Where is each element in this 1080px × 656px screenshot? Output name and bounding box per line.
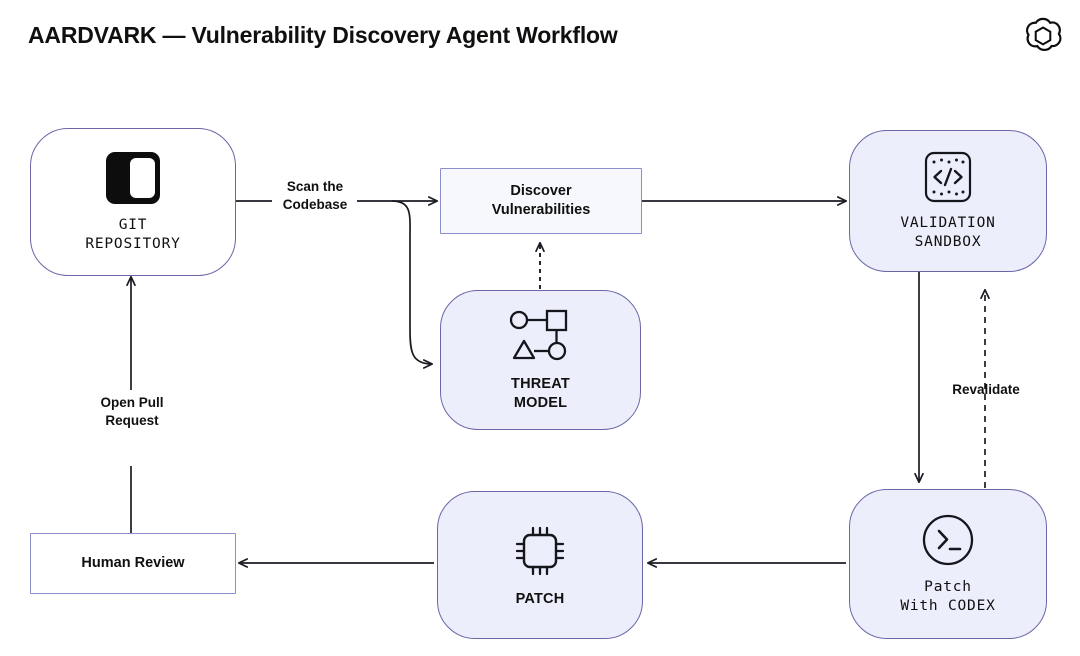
- edge-scan-branch-to-threat-model: [391, 200, 434, 369]
- code-brackets-sandbox-icon: [921, 150, 975, 204]
- node-patch[interactable]: PATCH: [437, 491, 643, 639]
- node-label-human-review: Human Review: [81, 555, 185, 572]
- node-human-review[interactable]: Human Review: [30, 533, 236, 594]
- node-patch-with-codex[interactable]: Patch With CODEX: [849, 489, 1047, 639]
- node-label-git-repository: GIT REPOSITORY: [85, 217, 181, 252]
- edge-label-open-pull-request: Open Pull Request: [100, 395, 164, 428]
- node-discover-vulnerabilities[interactable]: Discover Vulnerabilities: [440, 168, 642, 234]
- repository-split-square-icon: [104, 150, 162, 206]
- edge-label-revalidate: Revalidate: [952, 382, 1020, 397]
- node-git-repository[interactable]: GIT REPOSITORY: [30, 128, 236, 276]
- page-title: AARDVARK — Vulnerability Discovery Agent…: [28, 22, 618, 48]
- cpu-chip-icon: [511, 522, 569, 580]
- threat-graph-nodes-icon: [507, 307, 575, 365]
- node-validation-sandbox[interactable]: VALIDATION SANDBOX: [849, 130, 1047, 272]
- terminal-prompt-circle-icon: [920, 512, 976, 568]
- node-label-validation-sandbox: VALIDATION SANDBOX: [900, 215, 996, 250]
- node-label-discover-vulnerabilities: Discover Vulnerabilities: [491, 183, 591, 218]
- openai-logo-icon: [1025, 17, 1062, 52]
- node-threat-model[interactable]: THREAT MODEL: [440, 290, 641, 430]
- node-label-threat-model: THREAT MODEL: [511, 376, 570, 411]
- node-label-patch: PATCH: [515, 590, 565, 607]
- node-label-patch-with-codex: Patch With CODEX: [900, 579, 996, 614]
- edge-label-scan-the-codebase: Scan the Codebase: [282, 179, 348, 212]
